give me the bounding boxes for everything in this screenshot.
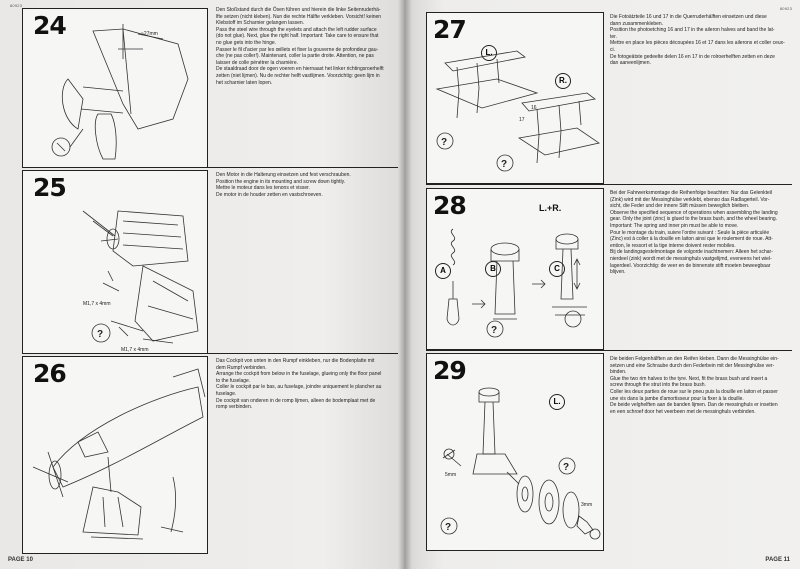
left-page-code: 80923	[10, 3, 23, 8]
step-25-divider	[22, 353, 398, 354]
step-28-panel: 28 L.+R. A B C ?	[426, 188, 604, 350]
step-28-label-a: A	[435, 263, 451, 279]
right-page: 80923 27 L. R. 16 17 ? ? Die Foto	[404, 0, 800, 569]
step-24-panel: 24 ~27mm	[22, 8, 208, 168]
step-29-illustration: ? ?	[440, 387, 601, 540]
step-24-dim-label: ~27mm	[141, 31, 158, 37]
step-27-label-right: R.	[555, 73, 571, 89]
step-24-illustration	[51, 24, 189, 160]
step-27-divider	[426, 184, 792, 185]
step-27-number: 27	[433, 15, 467, 44]
step-25-panel: 25 M1,7 x 4mm M1,7 x 4mm ?	[22, 170, 208, 354]
svg-text:?: ?	[441, 137, 447, 148]
step-28-label-lr: L.+R.	[539, 203, 562, 213]
step-27-illustration: ? ?	[435, 50, 600, 172]
step-29-number: 29	[433, 356, 467, 385]
step-24-text: Den Stoßstand durch die Ösen führen und …	[216, 7, 384, 86]
svg-text:?: ?	[501, 159, 507, 170]
step-28-divider	[426, 350, 792, 351]
step-29-label-left: L.	[549, 394, 565, 410]
svg-text:?: ?	[97, 329, 103, 340]
step-25-screw-top: M1,7 x 4mm	[83, 301, 111, 307]
step-28-label-c: C	[549, 261, 565, 277]
step-29-text: Die beiden Felgenhälften an den Reifen k…	[610, 356, 779, 415]
step-25-number: 25	[33, 173, 67, 202]
step-28-number: 28	[433, 191, 467, 220]
left-page-number: PAGE 10	[8, 557, 33, 563]
left-page: 80923 24 ~27mm Den Stoßstand durch die Ö…	[0, 0, 404, 569]
svg-text:?: ?	[563, 462, 569, 473]
step-29-panel: 29 L. 5mm 3mm ?	[426, 353, 604, 551]
right-page-code: 80923	[779, 6, 792, 11]
step-26-illustration	[32, 368, 206, 540]
step-24-number: 24	[33, 11, 67, 40]
step-28-text: Bei der Fahrwerksmontage die Reihenfolge…	[610, 190, 778, 276]
step-27-label-left: L.	[481, 45, 497, 61]
step-26-number: 26	[33, 359, 67, 388]
step-25-screw-bottom: M1,7 x 4mm	[121, 347, 149, 353]
step-27-text: Die Fotoätzteile 16 und 17 in die Querru…	[610, 14, 785, 67]
step-24-divider	[22, 167, 398, 168]
step-28-label-b: B	[485, 261, 501, 277]
svg-text:?: ?	[491, 325, 497, 336]
step-25-illustration: ?	[82, 210, 199, 344]
svg-text:?: ?	[445, 522, 451, 533]
step-29-screw-right: 3mm	[581, 502, 593, 508]
step-26-text: Das Cockpit von unten in den Rumpf einkl…	[216, 358, 382, 411]
step-26-panel: 26	[22, 356, 208, 554]
step-27-part-17: 17	[519, 117, 525, 123]
step-25-text: Den Motor in die Halterung einsetzen und…	[216, 172, 351, 198]
step-29-screw-left: 5mm	[445, 472, 457, 478]
step-28-illustration: ?	[446, 228, 587, 338]
book-spine-shadow	[398, 0, 412, 569]
step-27-panel: 27 L. R. 16 17 ? ?	[426, 12, 604, 184]
right-page-number: PAGE 11	[765, 557, 790, 563]
step-27-part-16: 16	[531, 105, 537, 111]
